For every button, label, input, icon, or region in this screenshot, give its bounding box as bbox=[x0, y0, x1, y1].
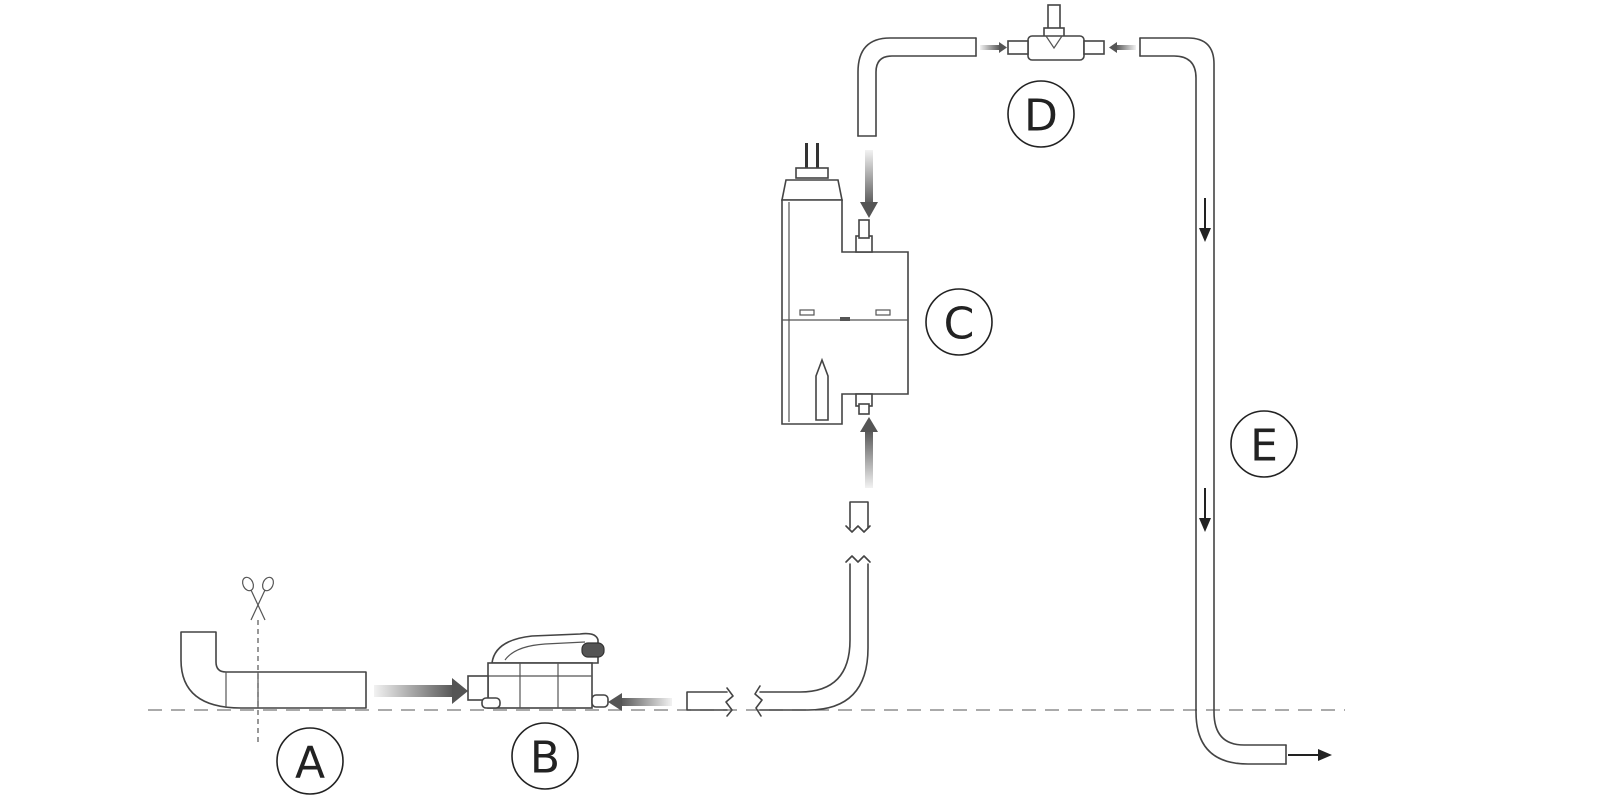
component-b-reservoir bbox=[467, 632, 609, 709]
arrow-icon bbox=[1288, 749, 1332, 761]
label-b-text: B bbox=[530, 733, 560, 784]
label-d: D bbox=[1007, 80, 1075, 148]
flow-arrow-a-to-b bbox=[374, 678, 468, 704]
flow-arrow-to-c bbox=[860, 417, 878, 488]
component-a-elbow-pipe bbox=[180, 576, 367, 742]
label-e: E bbox=[1230, 410, 1298, 478]
label-a-text: A bbox=[295, 738, 325, 789]
label-b: B bbox=[511, 722, 579, 790]
label-a: A bbox=[276, 727, 344, 795]
flow-arrow-to-b bbox=[608, 693, 672, 711]
label-d-text: D bbox=[1024, 91, 1058, 142]
component-c-pump-unit bbox=[781, 143, 909, 425]
label-c-text: C bbox=[944, 299, 975, 350]
outlet-pipe bbox=[857, 37, 977, 137]
label-c: C bbox=[925, 288, 993, 356]
flow-arrow-into-c-top bbox=[860, 150, 878, 218]
flow-arrow-into-d-left bbox=[980, 42, 1007, 53]
label-e-text: E bbox=[1250, 421, 1278, 472]
flow-arrow-into-d-right bbox=[1109, 42, 1136, 53]
arrow-icon bbox=[1199, 198, 1211, 242]
scissors-icon bbox=[241, 576, 275, 621]
suction-pipe bbox=[686, 501, 871, 717]
component-e-drain-pipe bbox=[1139, 37, 1332, 765]
arrow-icon bbox=[1199, 488, 1211, 532]
component-d-tee-connector bbox=[1007, 4, 1105, 61]
